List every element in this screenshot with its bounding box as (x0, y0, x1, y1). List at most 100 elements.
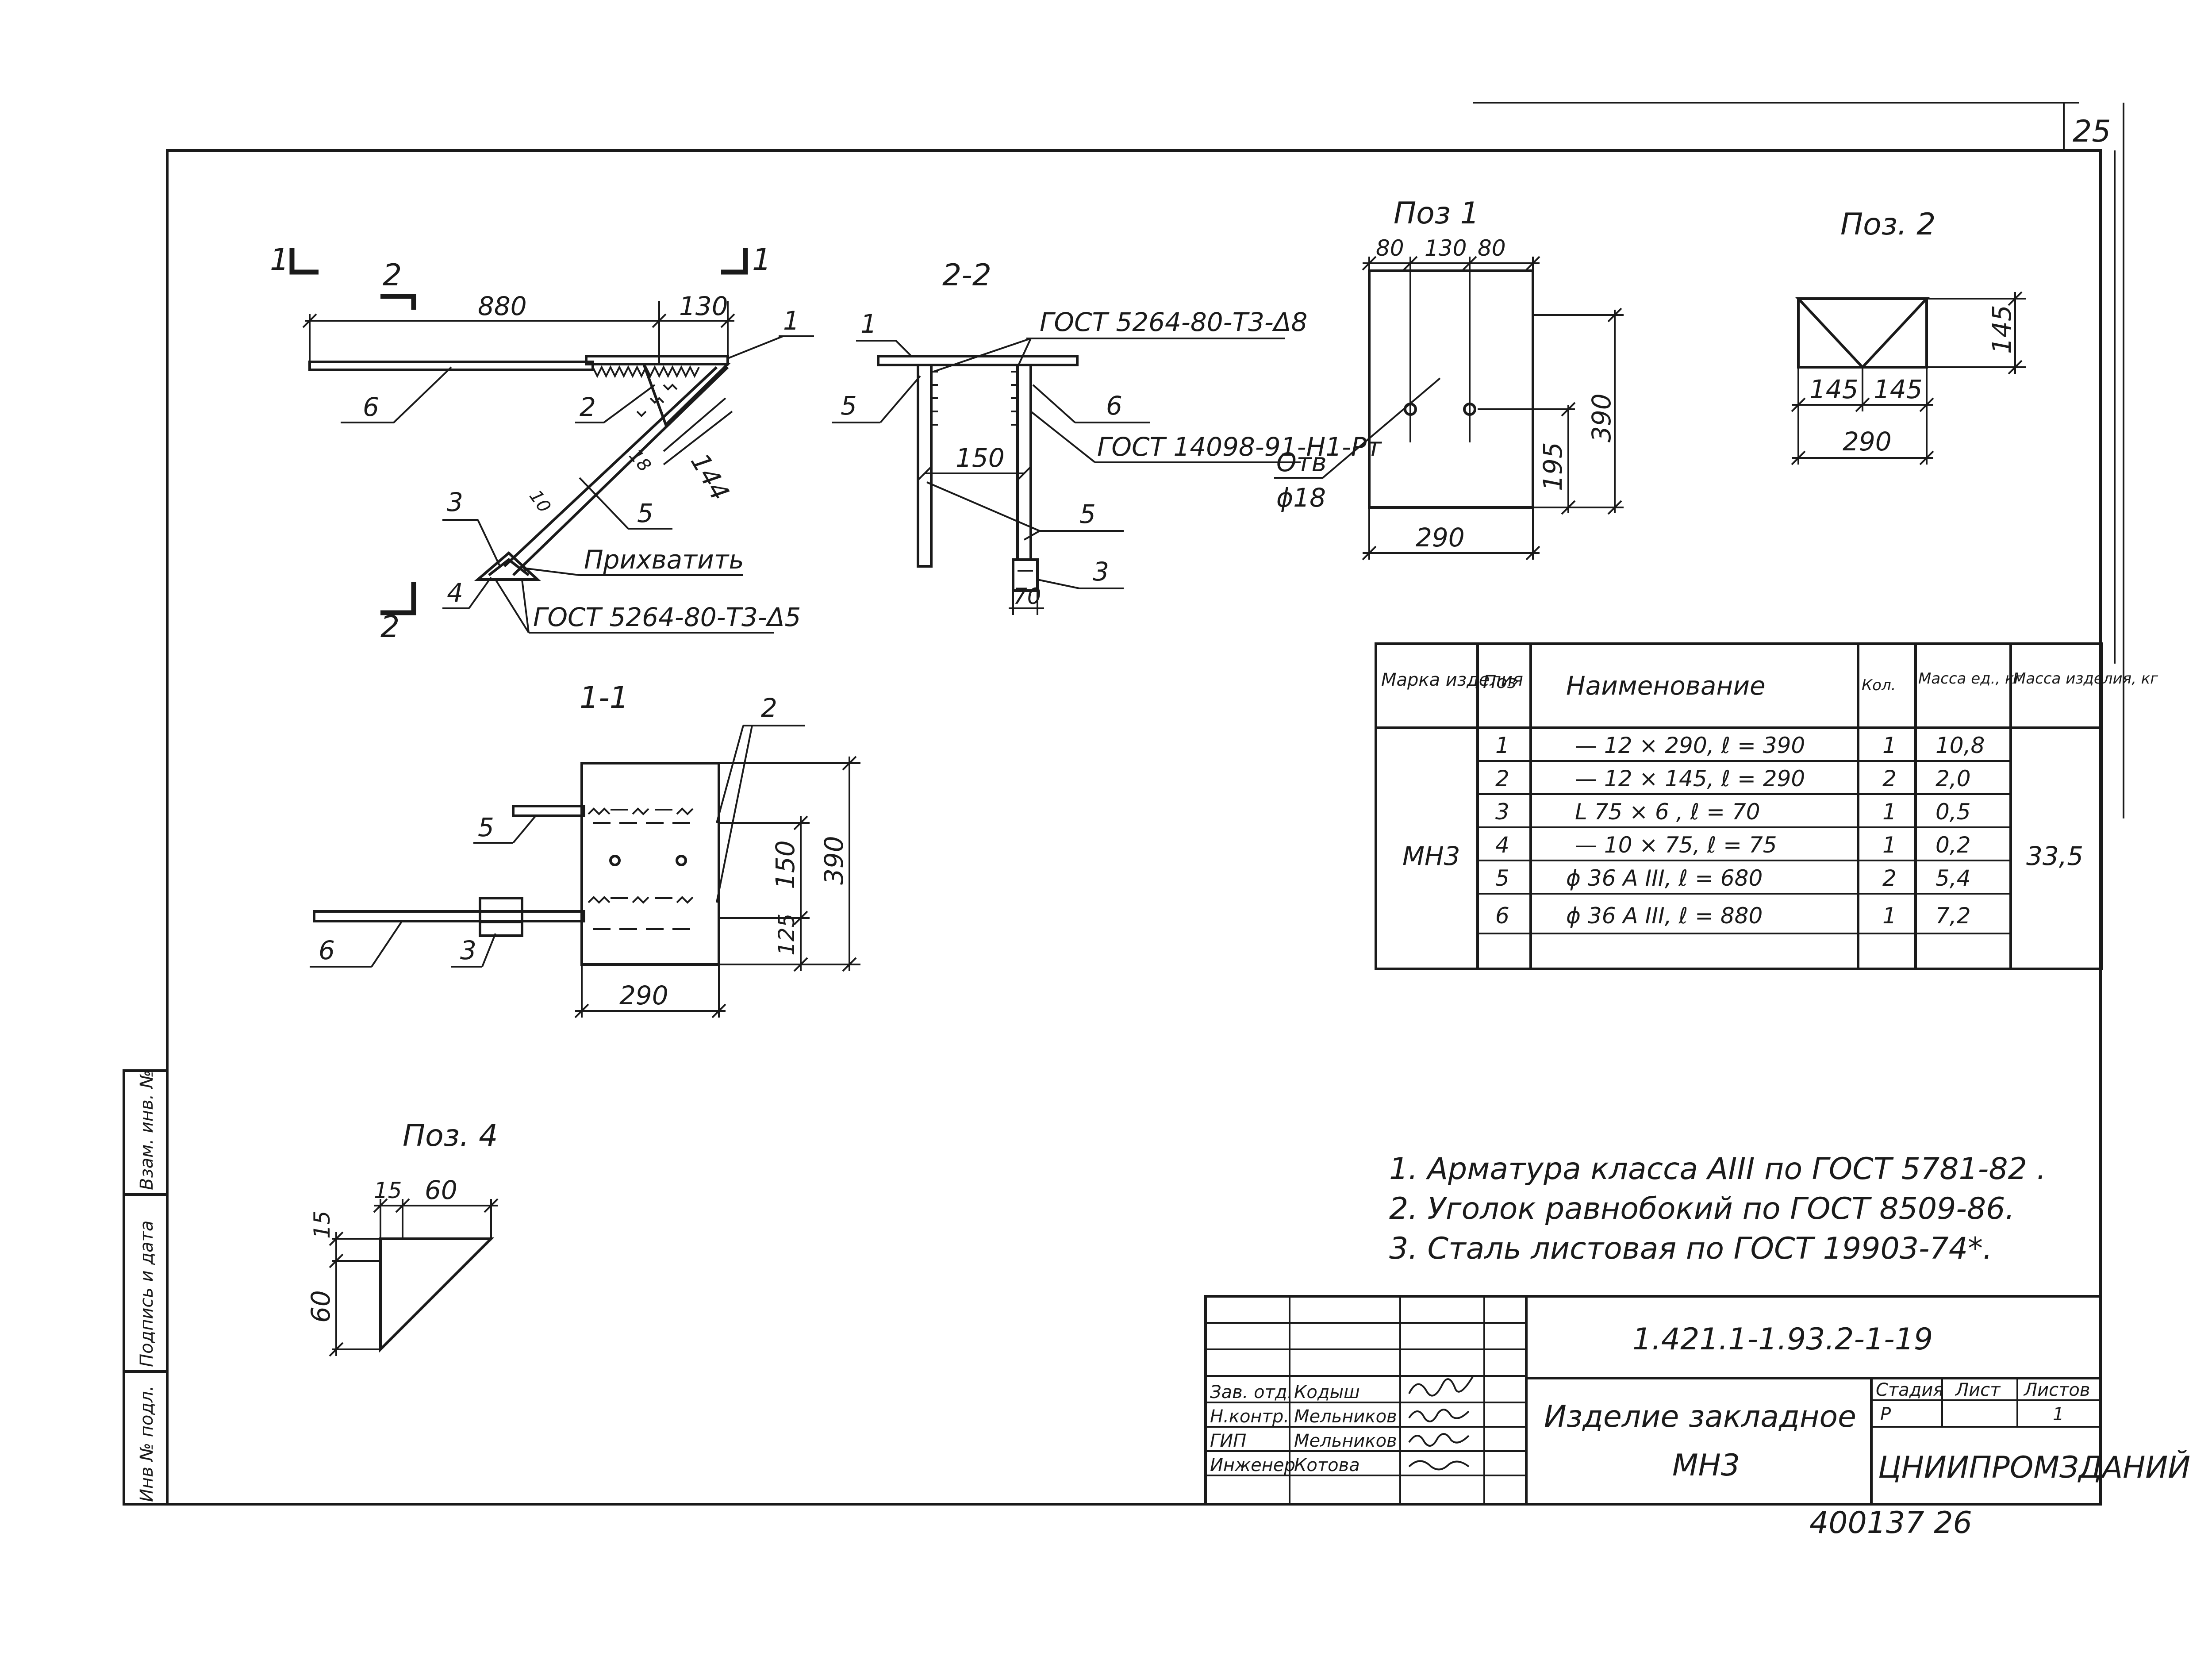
tb-sheets-value: 1 (2053, 1404, 2064, 1425)
section-mark-1-right: 1 (752, 242, 771, 277)
td-pos-2: 2 (1495, 766, 1509, 791)
pos1-dim-290: 290 (1416, 522, 1465, 553)
td-pos-3: 3 (1495, 799, 1509, 825)
dim-main-144: 144 (685, 448, 735, 506)
tb-stage-label: Стадия (1876, 1380, 1943, 1400)
td-name-5: ϕ 36 А III, ℓ = 680 (1566, 865, 1763, 891)
pos1-dim-130: 130 (1425, 235, 1467, 261)
dim-main-10: 10 (525, 486, 555, 516)
note-1: 1. Арматура класса АIII по ГОСТ 5781-82 … (1389, 1152, 2046, 1187)
td-pos-5: 5 (1495, 865, 1509, 891)
section-mark-1-left: 1 (270, 242, 289, 277)
pos1-dim-195: 195 (1538, 442, 1568, 491)
pos1-dim-80b: 80 (1478, 235, 1506, 261)
tb-sheet-label: Лист (1955, 1380, 2001, 1400)
th-pos: Поз (1483, 672, 1517, 692)
section-mark-2-top: 2 (383, 258, 402, 293)
tb-name-line2: МН3 (1672, 1448, 1740, 1483)
signature-3 (1408, 1433, 1470, 1447)
pos4-dim-15h: 15 (374, 1178, 402, 1203)
footer-number: 400137 26 (1809, 1506, 1972, 1540)
sec11-callout-5: 5 (478, 812, 494, 842)
sec22-callout-1: 1 (860, 309, 877, 339)
td-mass-6: 7,2 (1936, 903, 1971, 929)
pos-2-view: Поз. 2 145 145 145 290 (1791, 207, 2026, 465)
td-pos-1: 1 (1495, 733, 1509, 758)
th-item-mass: Масса изделия, кг (2013, 670, 2158, 688)
main-callout-4: 4 (447, 578, 463, 608)
td-item-mass: 33,5 (2026, 841, 2083, 871)
sec22-gost-note: ГОСТ 14098-91-Н1-Рт (1097, 432, 1382, 462)
td-mass-3: 0,5 (1936, 799, 1971, 825)
td-qty-3: 1 (1882, 799, 1897, 825)
sec22-callout-5-right: 5 (1079, 499, 1096, 529)
main-callout-5: 5 (637, 498, 653, 528)
signature-2 (1408, 1409, 1470, 1422)
pos1-hole-label: Отв (1276, 447, 1327, 477)
tb-name-2: Мельников (1294, 1406, 1397, 1427)
dim-main-880: 880 (478, 291, 527, 321)
sec11-dim-125: 125 (774, 914, 799, 956)
section-2-2-title: 2-2 (942, 258, 991, 293)
main-callout-2: 2 (580, 392, 596, 422)
td-mass-2: 2,0 (1936, 766, 1971, 791)
section-1-1: 1-1 390 150 125 290 (310, 680, 860, 1018)
stamp-podpis: Подпись и дата (137, 1221, 157, 1367)
pos4-dim-60h: 60 (425, 1175, 457, 1205)
tb-name-line1: Изделие закладное (1544, 1399, 1856, 1434)
spec-table: Марка изделия Поз Наименование Кол. Масс… (1375, 642, 2158, 970)
tb-sheets-label: Листов (2023, 1380, 2090, 1400)
pos1-hole-dia: ϕ18 (1276, 483, 1326, 513)
td-qty-1: 1 (1882, 733, 1897, 758)
td-qty-2: 2 (1882, 766, 1897, 791)
tb-name-4: Котова (1294, 1455, 1360, 1475)
sec22-callout-5-left: 5 (841, 391, 857, 421)
pos1-dim-80a: 80 (1376, 235, 1404, 261)
td-pos-6: 6 (1495, 903, 1509, 929)
sec11-callout-2: 2 (761, 693, 777, 723)
main-callout-6: 6 (363, 392, 379, 422)
sec11-callout-3: 3 (460, 935, 476, 965)
tb-stage-value: Р (1880, 1404, 1891, 1425)
td-name-3: L 75 × 6 , ℓ = 70 (1575, 799, 1760, 825)
tb-role-3: ГИП (1210, 1431, 1246, 1451)
sec22-dim-70: 70 (1013, 584, 1041, 609)
th-qty: Кол. (1862, 676, 1896, 694)
td-mark: МН3 (1402, 841, 1460, 871)
pos2-dim-290: 290 (1843, 426, 1892, 457)
pos2-dim-145-vert: 145 (1987, 305, 2017, 354)
main-tack-note: Прихватить (584, 545, 744, 575)
pos-1-view: Поз 1 80 130 80 390 195 29 (1274, 196, 1624, 561)
pos1-title: Поз 1 (1394, 196, 1479, 231)
side-stamp: Взам. инв. № Подпись и дата Инв № подл. (123, 1069, 169, 1506)
pos-4-view: Поз. 4 15 60 15 60 (306, 1118, 499, 1357)
tb-org: ЦНИИПРОМЗДАНИЙ (1878, 1450, 2190, 1485)
sec22-weld-note: ГОСТ 5264-80-Т3-Δ8 (1040, 307, 1307, 337)
th-mark: Марка изделия (1381, 670, 1523, 690)
section-mark-2-bottom: 2 (380, 610, 399, 645)
notes: 1. Арматура класса АIII по ГОСТ 5781-82 … (1389, 1152, 2046, 1266)
sec11-callout-6: 6 (319, 935, 335, 965)
td-mass-5: 5,4 (1936, 865, 1971, 891)
td-qty-4: 1 (1882, 832, 1897, 858)
td-qty-6: 1 (1882, 903, 1897, 929)
th-unit-mass: Масса ед., кг (1918, 670, 2023, 688)
sec22-dim-150: 150 (956, 443, 1005, 473)
stamp-vzam: Взам. инв. № (137, 1070, 157, 1190)
note-2: 2. Уголок равнобокий по ГОСТ 8509-86. (1389, 1191, 2015, 1226)
pos2-dim-145b: 145 (1874, 374, 1923, 404)
sec22-callout-6: 6 (1106, 391, 1122, 421)
sec11-dim-390: 390 (819, 836, 849, 885)
sec11-dim-290: 290 (619, 980, 668, 1010)
th-name: Наименование (1566, 671, 1766, 701)
section-2-2: 2-2 1 ГОСТ 5264-80-Т3-Δ8 5 6 ГОСТ 14098 (832, 258, 1382, 615)
signature-1 (1408, 1375, 1474, 1397)
tb-name-3: Мельников (1294, 1431, 1397, 1451)
pos4-dim-60v: 60 (306, 1290, 336, 1323)
pos4-title: Поз. 4 (403, 1118, 498, 1153)
td-name-1: — 12 × 290, ℓ = 390 (1575, 733, 1805, 758)
main-weld-note-bottom: ГОСТ 5264-80-Т3-Δ5 (533, 602, 801, 632)
tb-name-1: Кодыш (1294, 1382, 1360, 1402)
signature-4 (1408, 1460, 1470, 1471)
